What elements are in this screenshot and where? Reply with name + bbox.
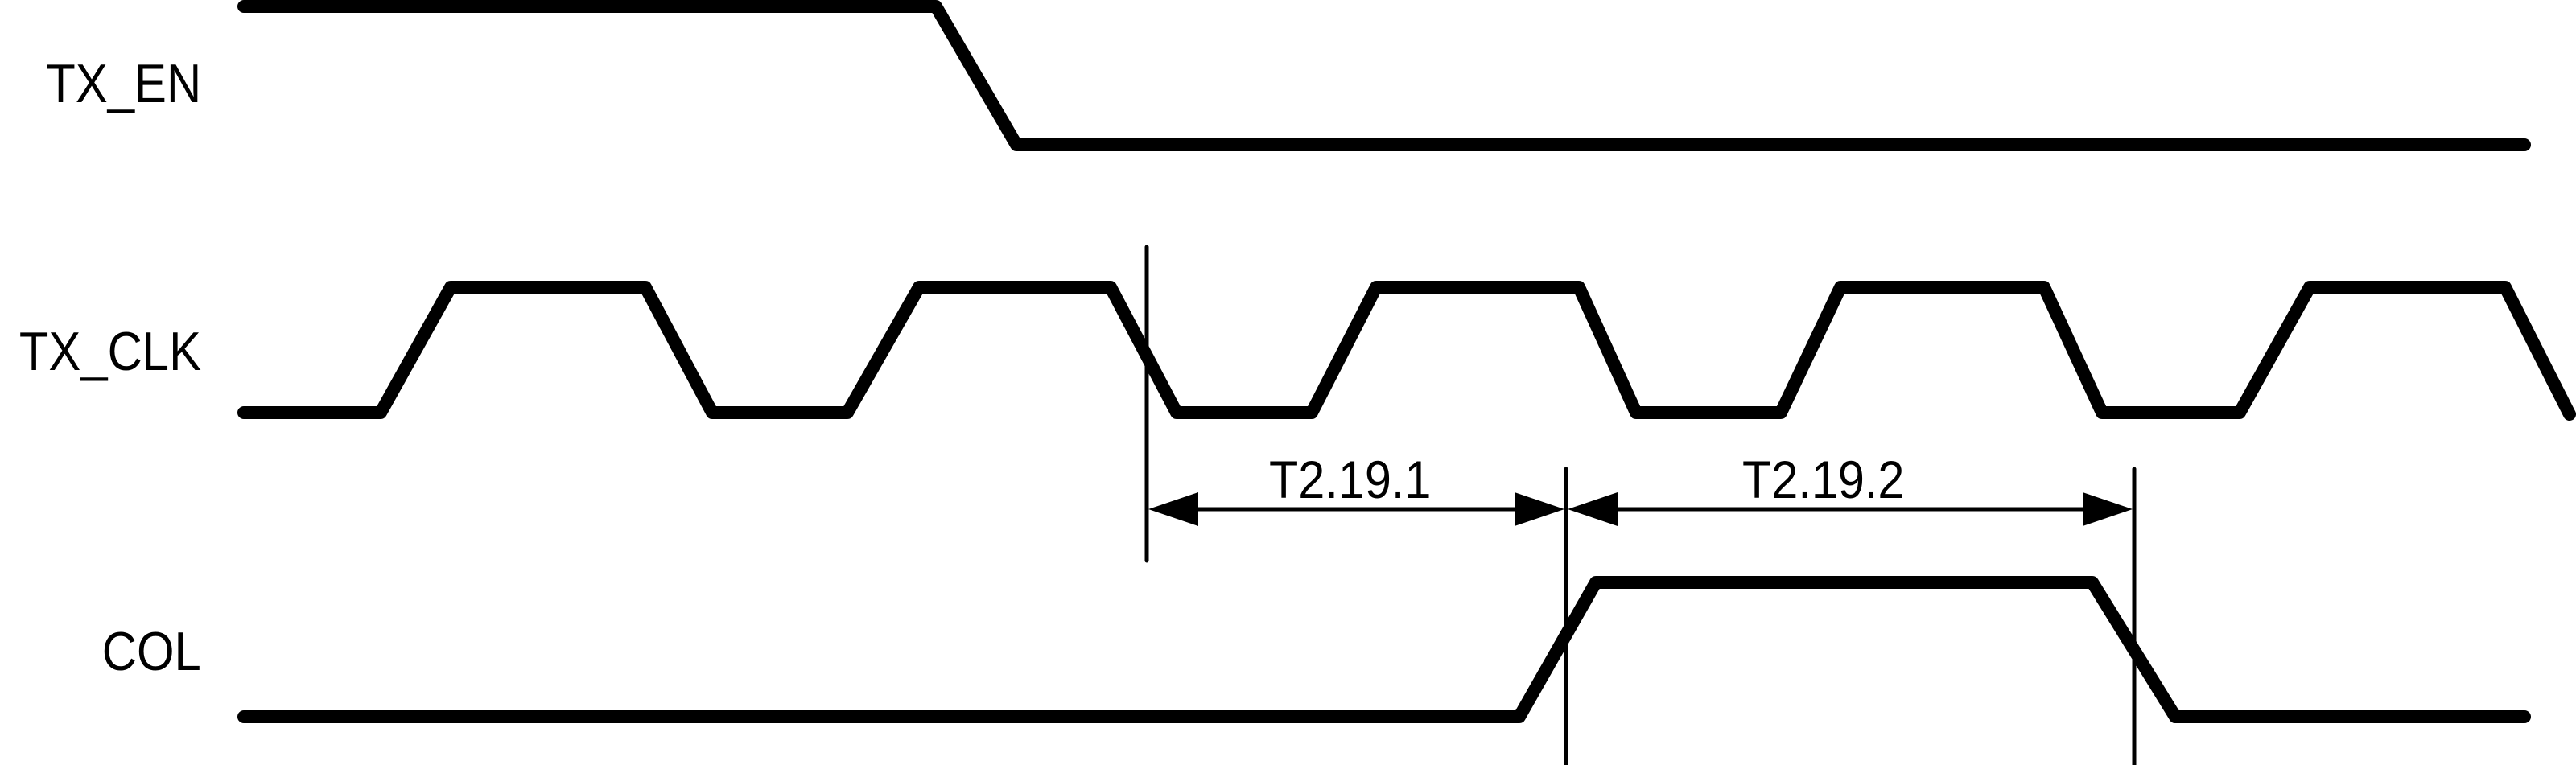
signal-label-tx-en: TX_EN — [46, 53, 201, 114]
edge-markers — [1144, 245, 2137, 765]
signal-label-tx-clk: TX_CLK — [19, 321, 201, 382]
timing-label-t2-19-1: T2.19.1 — [1269, 450, 1432, 509]
arrow-right-icon — [1515, 492, 1564, 526]
waveform-col — [237, 576, 2531, 723]
dimension-t2-19-1 — [1148, 492, 1564, 526]
waveform-tx-en — [237, 0, 2531, 151]
timing-dimensions — [1148, 492, 2133, 526]
signal-label-col: COL — [101, 621, 201, 682]
waveform-tx-clk — [237, 281, 2576, 421]
timing-label-t2-19-2: T2.19.2 — [1742, 450, 1905, 509]
arrow-left-icon — [1148, 492, 1198, 526]
dimension-t2-19-2 — [1568, 492, 2133, 526]
arrow-right-icon — [2083, 492, 2133, 526]
arrow-left-icon — [1568, 492, 1618, 526]
waveforms — [237, 0, 2576, 723]
